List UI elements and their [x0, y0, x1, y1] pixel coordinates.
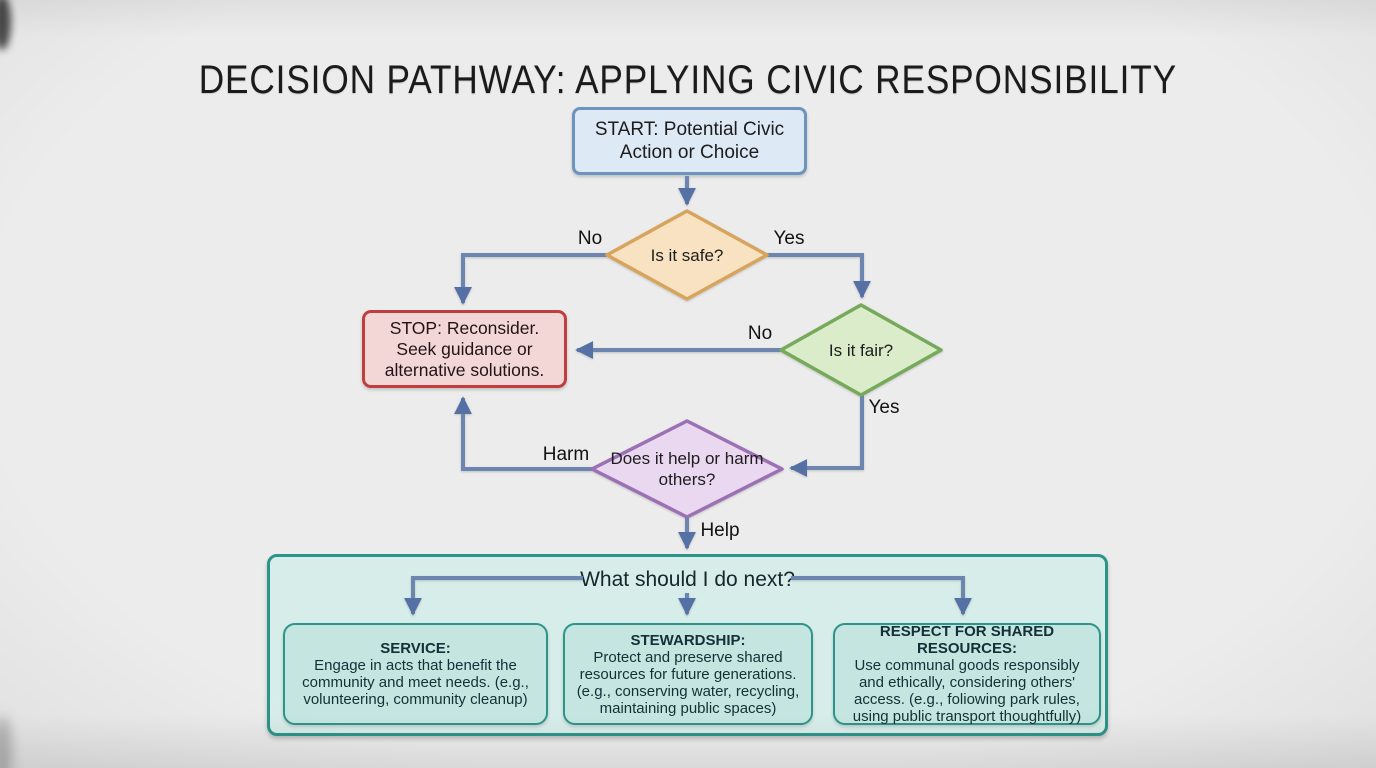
option-stewardship: STEWARDSHIP: Protect and preserve shared… — [563, 623, 813, 725]
next-question-label: What should I do next? — [580, 568, 795, 591]
fair-decision-diamond — [779, 303, 943, 397]
next-steps-container: What should I do next? SERVICE: Engage i… — [267, 554, 1108, 736]
fair-question-label: Is it fair? — [828, 341, 894, 360]
edge-fair-yes-to-impact — [789, 394, 864, 477]
start-node-label: START: Potential Civic Action or Choice — [594, 119, 785, 163]
option-service-title: SERVICE: — [380, 640, 451, 657]
edge-impact-harm-to-stop — [454, 396, 597, 471]
safe-question-label: Is it safe? — [650, 246, 724, 265]
scan-artifact-top-left — [0, 0, 11, 50]
edge-label-help: Help — [700, 520, 740, 541]
edge-label-safe-yes: Yes — [773, 228, 805, 249]
option-respect: RESPECT FOR SHARED RESOURCES: Use commun… — [833, 623, 1101, 725]
option-stewardship-title: STEWARDSHIP: — [630, 631, 746, 649]
edge-safe-yes-to-fair — [766, 253, 871, 299]
edge-label-harm: Harm — [542, 444, 590, 465]
option-stewardship-body: Protect and preserve shared resources fo… — [576, 648, 800, 717]
impact-decision-diamond — [590, 419, 784, 519]
edge-next-to-service — [404, 576, 583, 616]
option-service: SERVICE: Engage in acts that benefit the… — [283, 623, 548, 725]
scan-artifact-bottom-left — [0, 716, 12, 768]
page-title: DECISION PATHWAY: APPLYING CIVIC RESPONS… — [198, 57, 1178, 102]
edge-label-fair-no: No — [747, 323, 773, 344]
stop-node: STOP: Reconsider. Seek guidance or alter… — [362, 310, 567, 388]
start-node: START: Potential Civic Action or Choice — [572, 107, 807, 175]
impact-question-label: Does it help or harm others? — [610, 449, 764, 489]
edge-next-to-respect — [791, 576, 972, 616]
edge-label-fair-yes: Yes — [868, 397, 900, 418]
safe-decision-diamond — [605, 209, 769, 301]
stop-node-label: STOP: Reconsider. Seek guidance or alter… — [384, 317, 545, 380]
option-respect-body: Use communal goods responsibly and ethic… — [852, 657, 1082, 725]
edge-safe-no-to-stop — [454, 253, 608, 305]
edge-label-safe-no: No — [577, 228, 603, 249]
option-service-body: Engage in acts that benefit the communit… — [302, 657, 529, 708]
option-respect-title: RESPECT FOR SHARED RESOURCES: — [879, 623, 1055, 657]
